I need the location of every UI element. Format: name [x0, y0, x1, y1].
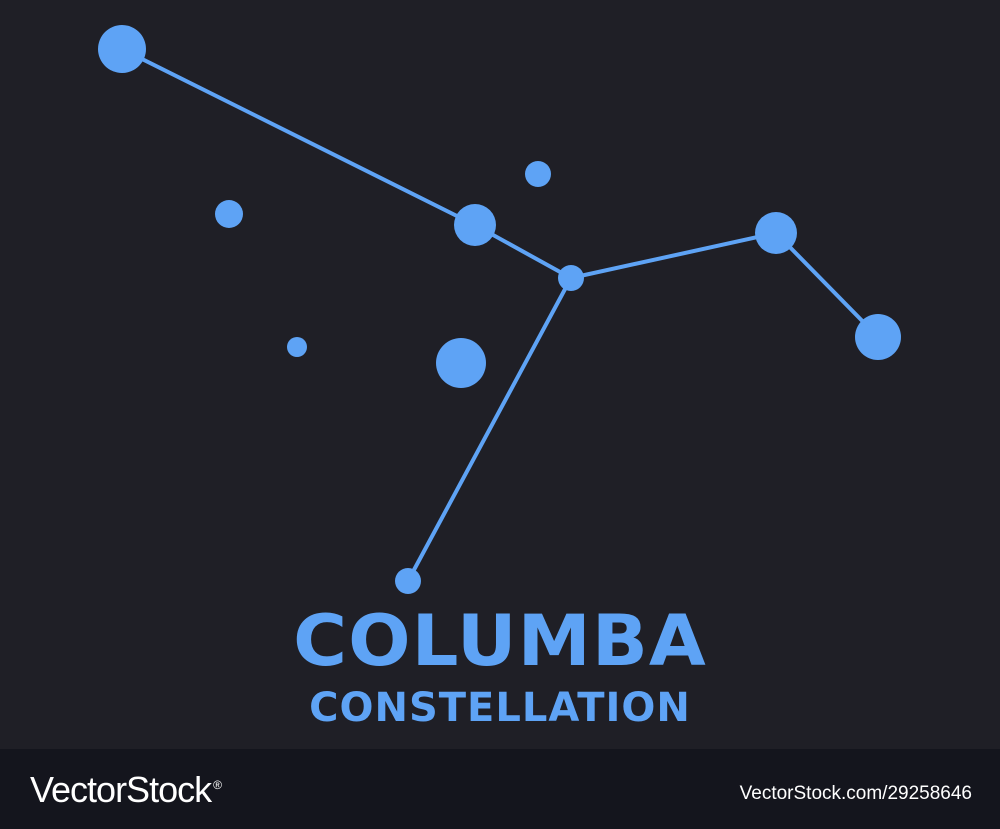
title-block: COLUMBA CONSTELLATION [0, 606, 1000, 728]
brand-name: VectorStock [30, 769, 212, 810]
image-id-text: VectorStock.com/29258646 [739, 783, 972, 804]
star [436, 338, 486, 388]
constellation-subtitle: CONSTELLATION [309, 685, 691, 731]
star [98, 25, 146, 73]
registered-mark: ® [213, 778, 222, 792]
star [855, 314, 901, 360]
constellation-name: COLUMBA [293, 600, 707, 682]
brand-logo: VectorStock® [30, 769, 222, 811]
star [755, 212, 797, 254]
star [287, 337, 307, 357]
constellation-map [98, 25, 901, 594]
star [558, 265, 584, 291]
constellation-line [406, 276, 573, 583]
constellation-line [569, 231, 778, 280]
watermark-footer: VectorStock® VectorStock.com/29258646 [0, 749, 1000, 829]
star [395, 568, 421, 594]
constellation-line [120, 47, 477, 227]
star [454, 204, 496, 246]
star [525, 161, 551, 187]
star [215, 200, 243, 228]
constellation-line [774, 231, 880, 339]
